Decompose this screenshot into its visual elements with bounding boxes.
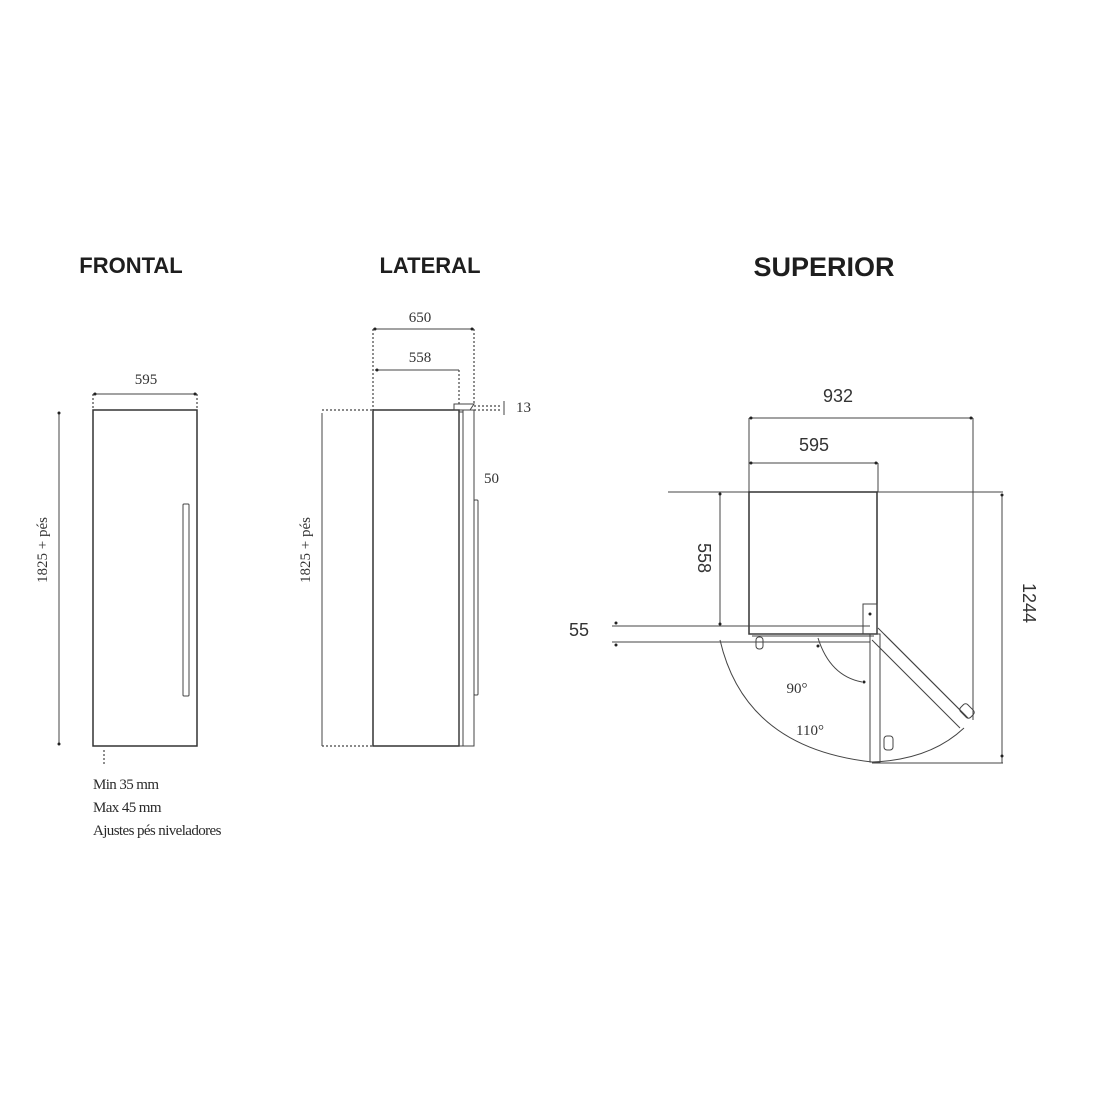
note-max: Max 45 mm [93, 800, 162, 816]
depth-open-label: 1244 [1019, 583, 1039, 623]
frontal-height-label: 1825 + pés [35, 517, 51, 583]
depth-total-dimension [372, 327, 475, 410]
frontal-width-dimension [92, 392, 198, 410]
depth-body-label: 558 [409, 350, 432, 366]
width-open-dimension [748, 416, 974, 720]
frontal-width-label: 595 [135, 372, 158, 388]
note-min: Min 35 mm [93, 777, 159, 793]
frontal-height-dimension [57, 411, 61, 746]
door-gap-label: 55 [569, 620, 589, 640]
depth-total-label: 650 [409, 310, 432, 326]
superior-cabinet [668, 491, 1003, 650]
handle-offset-label: 50 [484, 471, 499, 487]
arc-90 [817, 637, 863, 683]
door-thickness-label: 13 [516, 400, 531, 416]
width-open-label: 932 [823, 386, 853, 406]
lateral-cabinet [321, 403, 479, 747]
note-feet: Ajustes pés niveladores [93, 823, 222, 839]
width-dimension [749, 461, 879, 492]
door-gap-dimension [612, 621, 870, 647]
depth-body-dimension-superior [718, 492, 722, 626]
door-open-90 [869, 633, 894, 763]
lateral-view: LATERAL 650 558 13 [298, 253, 531, 747]
depth-open-dimension [872, 493, 1004, 764]
superior-title: SUPERIOR [753, 252, 894, 282]
arc-110 [719, 639, 965, 763]
door-thickness-dimension [474, 401, 505, 415]
depth-body-label-superior: 558 [694, 543, 714, 573]
depth-body-dimension [375, 368, 460, 405]
width-label: 595 [799, 435, 829, 455]
superior-view: SUPERIOR 932 595 558 [569, 252, 1039, 764]
frontal-cabinet [92, 409, 198, 747]
angle-90-label: 90° [787, 681, 808, 697]
angle-110-label: 110° [796, 723, 824, 739]
frontal-title: FRONTAL [79, 253, 182, 278]
lateral-title: LATERAL [379, 253, 480, 278]
frontal-view: FRONTAL 595 1825 + pés Min 35 mm Max 45 … [35, 253, 222, 839]
lateral-height-label: 1825 + pés [298, 517, 314, 583]
door-open-110 [871, 627, 975, 729]
